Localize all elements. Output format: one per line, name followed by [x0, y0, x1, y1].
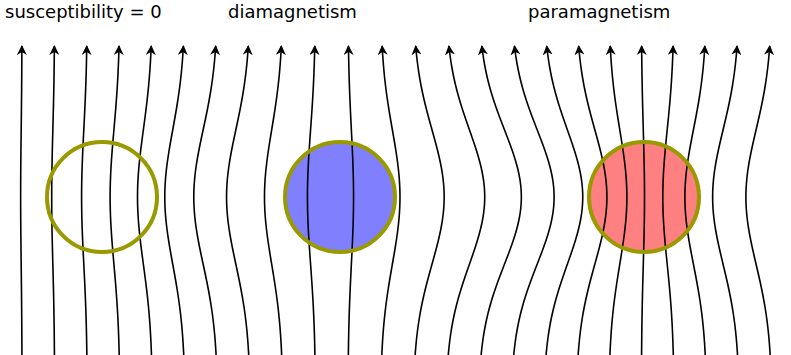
field-line — [578, 46, 607, 355]
sphere-outline — [47, 142, 157, 252]
field-line — [746, 46, 770, 355]
field-line — [610, 46, 627, 355]
field-line — [685, 46, 705, 355]
field-line — [514, 46, 554, 355]
field-line — [227, 46, 249, 355]
panel-label: paramagnetism — [526, 1, 672, 22]
field-line — [642, 46, 645, 355]
field-line — [52, 46, 55, 355]
field-line — [21, 46, 22, 355]
field-line — [546, 46, 583, 355]
field-line — [138, 46, 152, 355]
field-line — [307, 46, 314, 355]
panel-label: susceptibility = 0 — [3, 1, 164, 22]
field-line — [415, 46, 444, 355]
field-line — [713, 46, 738, 355]
field-line — [448, 46, 484, 355]
diamagnetic-sphere — [285, 142, 395, 252]
field-line — [110, 46, 119, 355]
field-line — [165, 46, 184, 355]
sphere-outline — [285, 142, 395, 252]
field-line — [194, 46, 216, 355]
panel-label: diamagnetism — [226, 1, 359, 22]
neutral-sphere — [47, 142, 157, 252]
field-line — [382, 46, 400, 355]
field-line — [481, 46, 521, 355]
sphere-outline — [589, 142, 699, 252]
field-line — [348, 46, 353, 355]
field-line — [82, 46, 87, 355]
field-line — [264, 46, 281, 355]
field-line — [663, 46, 673, 355]
